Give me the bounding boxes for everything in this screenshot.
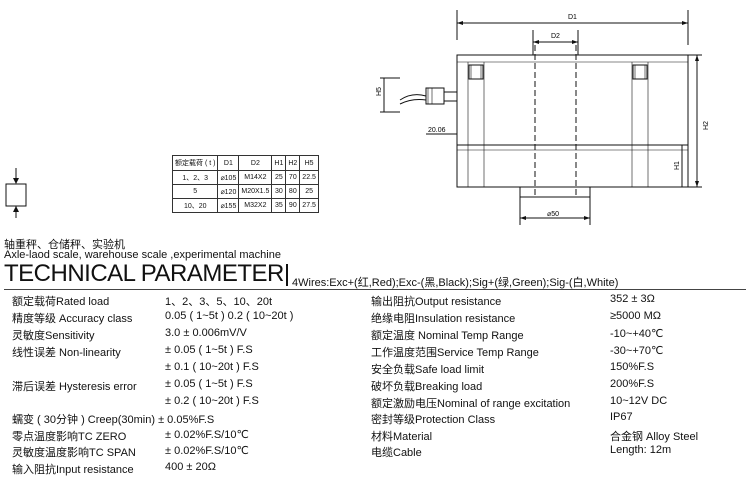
table-cell: 1、2、3 <box>171 170 219 185</box>
table-cell: ⌀120 <box>217 184 240 199</box>
table-cell: M14X2 <box>238 170 273 185</box>
page-title: TECHNICAL PARAMETER <box>4 260 284 287</box>
spec-label: 线性误差 Non-linearity <box>12 347 121 359</box>
spec-value: ± 0.2 ( 10~20t ) F.S <box>165 395 259 407</box>
spec-value: 3.0 ± 0.006mV/V <box>165 327 247 339</box>
spec-label: 精度等级 Accuracy class <box>12 313 133 325</box>
spec-label: 破坏负载Breaking load <box>371 381 483 393</box>
table-header-cell: 额定载荷 ( t ) <box>171 155 219 171</box>
spec-label: 额定载荷Rated load <box>12 296 110 308</box>
label-base-dia: ⌀50 <box>547 211 559 218</box>
table-cell: 70 <box>285 170 301 185</box>
spec-label: 密封等级Protection Class <box>371 414 496 426</box>
spec-label: 输出阻抗Output resistance <box>371 296 502 308</box>
label-h5: H5 <box>376 87 383 96</box>
table-cell: 5 <box>171 184 219 199</box>
table-cell: 30 <box>271 184 287 199</box>
label-d2: D2 <box>551 33 560 40</box>
spec-label: 额定温度 Nominal Temp Range <box>371 330 524 342</box>
spec-label: 灵敏度温度影响TC SPAN <box>12 447 136 459</box>
spec-value: ± 0.02%F.S/10℃ <box>165 445 249 457</box>
spec-value: 0.05 ( 1~5t ) 0.2 ( 10~20t ) <box>165 310 294 322</box>
spec-value: 400 ± 20Ω <box>165 461 216 473</box>
spec-label: 灵敏度Sensitivity <box>12 330 95 342</box>
spec-value: 352 ± 3Ω <box>610 293 655 305</box>
spec-value: Length: 12m <box>610 444 672 456</box>
table-cell: 25 <box>271 170 287 185</box>
spec-value: 10~12V DC <box>610 395 668 407</box>
table-header-cell: H5 <box>299 155 319 171</box>
spec-value: 1、2、3、5、10、20t <box>165 296 272 308</box>
technical-drawing: D1 D2 H5 H2 H1 20.06 ⌀50 <box>376 10 710 225</box>
side-symbol <box>5 168 27 218</box>
spec-value: -10~+40℃ <box>610 328 664 340</box>
spec-label: 绝缘电阻Insulation resistance <box>371 313 516 325</box>
spec-value: 200%F.S <box>610 378 655 390</box>
spec-label: 滞后误差 Hysteresis error <box>12 381 137 393</box>
spec-value: ≥5000 MΩ <box>610 310 661 322</box>
table-header-row: 额定载荷 ( t ) D1 D2 H1 H2 H5 <box>171 155 319 171</box>
table-cell: 35 <box>271 198 287 213</box>
table-cell: 80 <box>285 184 301 199</box>
spec-label: 零点温度影响TC ZERO <box>12 431 127 443</box>
table-row: 10、20 ⌀155 M32X2 35 90 27.5 <box>171 198 319 213</box>
table-cell: 25 <box>299 184 319 199</box>
spec-value: -30~+70℃ <box>610 345 664 357</box>
title-rule <box>4 289 746 290</box>
table-cell: 10、20 <box>171 198 219 213</box>
table-header-cell: D2 <box>238 155 273 171</box>
spec-label: 输入阻抗Input resistance <box>12 464 134 476</box>
spec-value: IP67 <box>610 411 633 423</box>
spec-value: ± 0.05 ( 1~5t ) F.S <box>165 378 253 390</box>
title-separator <box>286 264 288 286</box>
table-cell: 90 <box>285 198 301 213</box>
table-cell: 27.5 <box>299 198 319 213</box>
table-cell: ⌀105 <box>217 170 240 185</box>
spec-label: 材料Material <box>371 431 433 443</box>
spec-label: 电缆Cable <box>371 447 422 459</box>
table-header-cell: D1 <box>217 155 240 171</box>
table-header-cell: H1 <box>271 155 287 171</box>
label-h1: H1 <box>674 161 681 170</box>
spec-label: 额定激励电压Nominal of range excitation <box>371 398 571 410</box>
dimension-table: 额定载荷 ( t ) D1 D2 H1 H2 H5 1、2、3 ⌀105 M14… <box>171 155 319 213</box>
applications-en: Axle-laod scale, warehouse scale ,experi… <box>4 249 281 261</box>
table-cell: 22.5 <box>299 170 319 185</box>
wires-description: 4Wires:Exc+(红,Red);Exc-(黑,Black);Sig+(绿,… <box>292 277 619 289</box>
spec-label: 蠕变 ( 30分钟 ) Creep(30min) ± 0.05%F.S <box>12 414 215 426</box>
label-h2: H2 <box>703 121 710 130</box>
table-cell: ⌀155 <box>217 198 240 213</box>
spec-value: ± 0.05 ( 1~5t ) F.S <box>165 344 253 356</box>
table-row: 1、2、3 ⌀105 M14X2 25 70 22.5 <box>171 170 319 185</box>
spec-value: 150%F.S <box>610 361 655 373</box>
table-row: 5 ⌀120 M20X1.5 30 80 25 <box>171 184 319 199</box>
table-cell: M20X1.5 <box>238 184 273 199</box>
table-header-cell: H2 <box>285 155 301 171</box>
table-cell: M32X2 <box>238 198 273 213</box>
spec-value: ± 0.1 ( 10~20t ) F.S <box>165 361 259 373</box>
spec-value: ± 0.02%F.S/10℃ <box>165 429 249 441</box>
spec-value: 合金钢 Alloy Steel <box>610 431 699 443</box>
spec-label: 工作温度范围Service Temp Range <box>371 347 539 359</box>
label-thread: 20.06 <box>428 127 446 134</box>
applications-cn: 轴重秤、仓储秤、实验机 <box>4 239 125 251</box>
spec-label: 安全负载Safe load limit <box>371 364 485 376</box>
label-d1: D1 <box>568 14 577 21</box>
